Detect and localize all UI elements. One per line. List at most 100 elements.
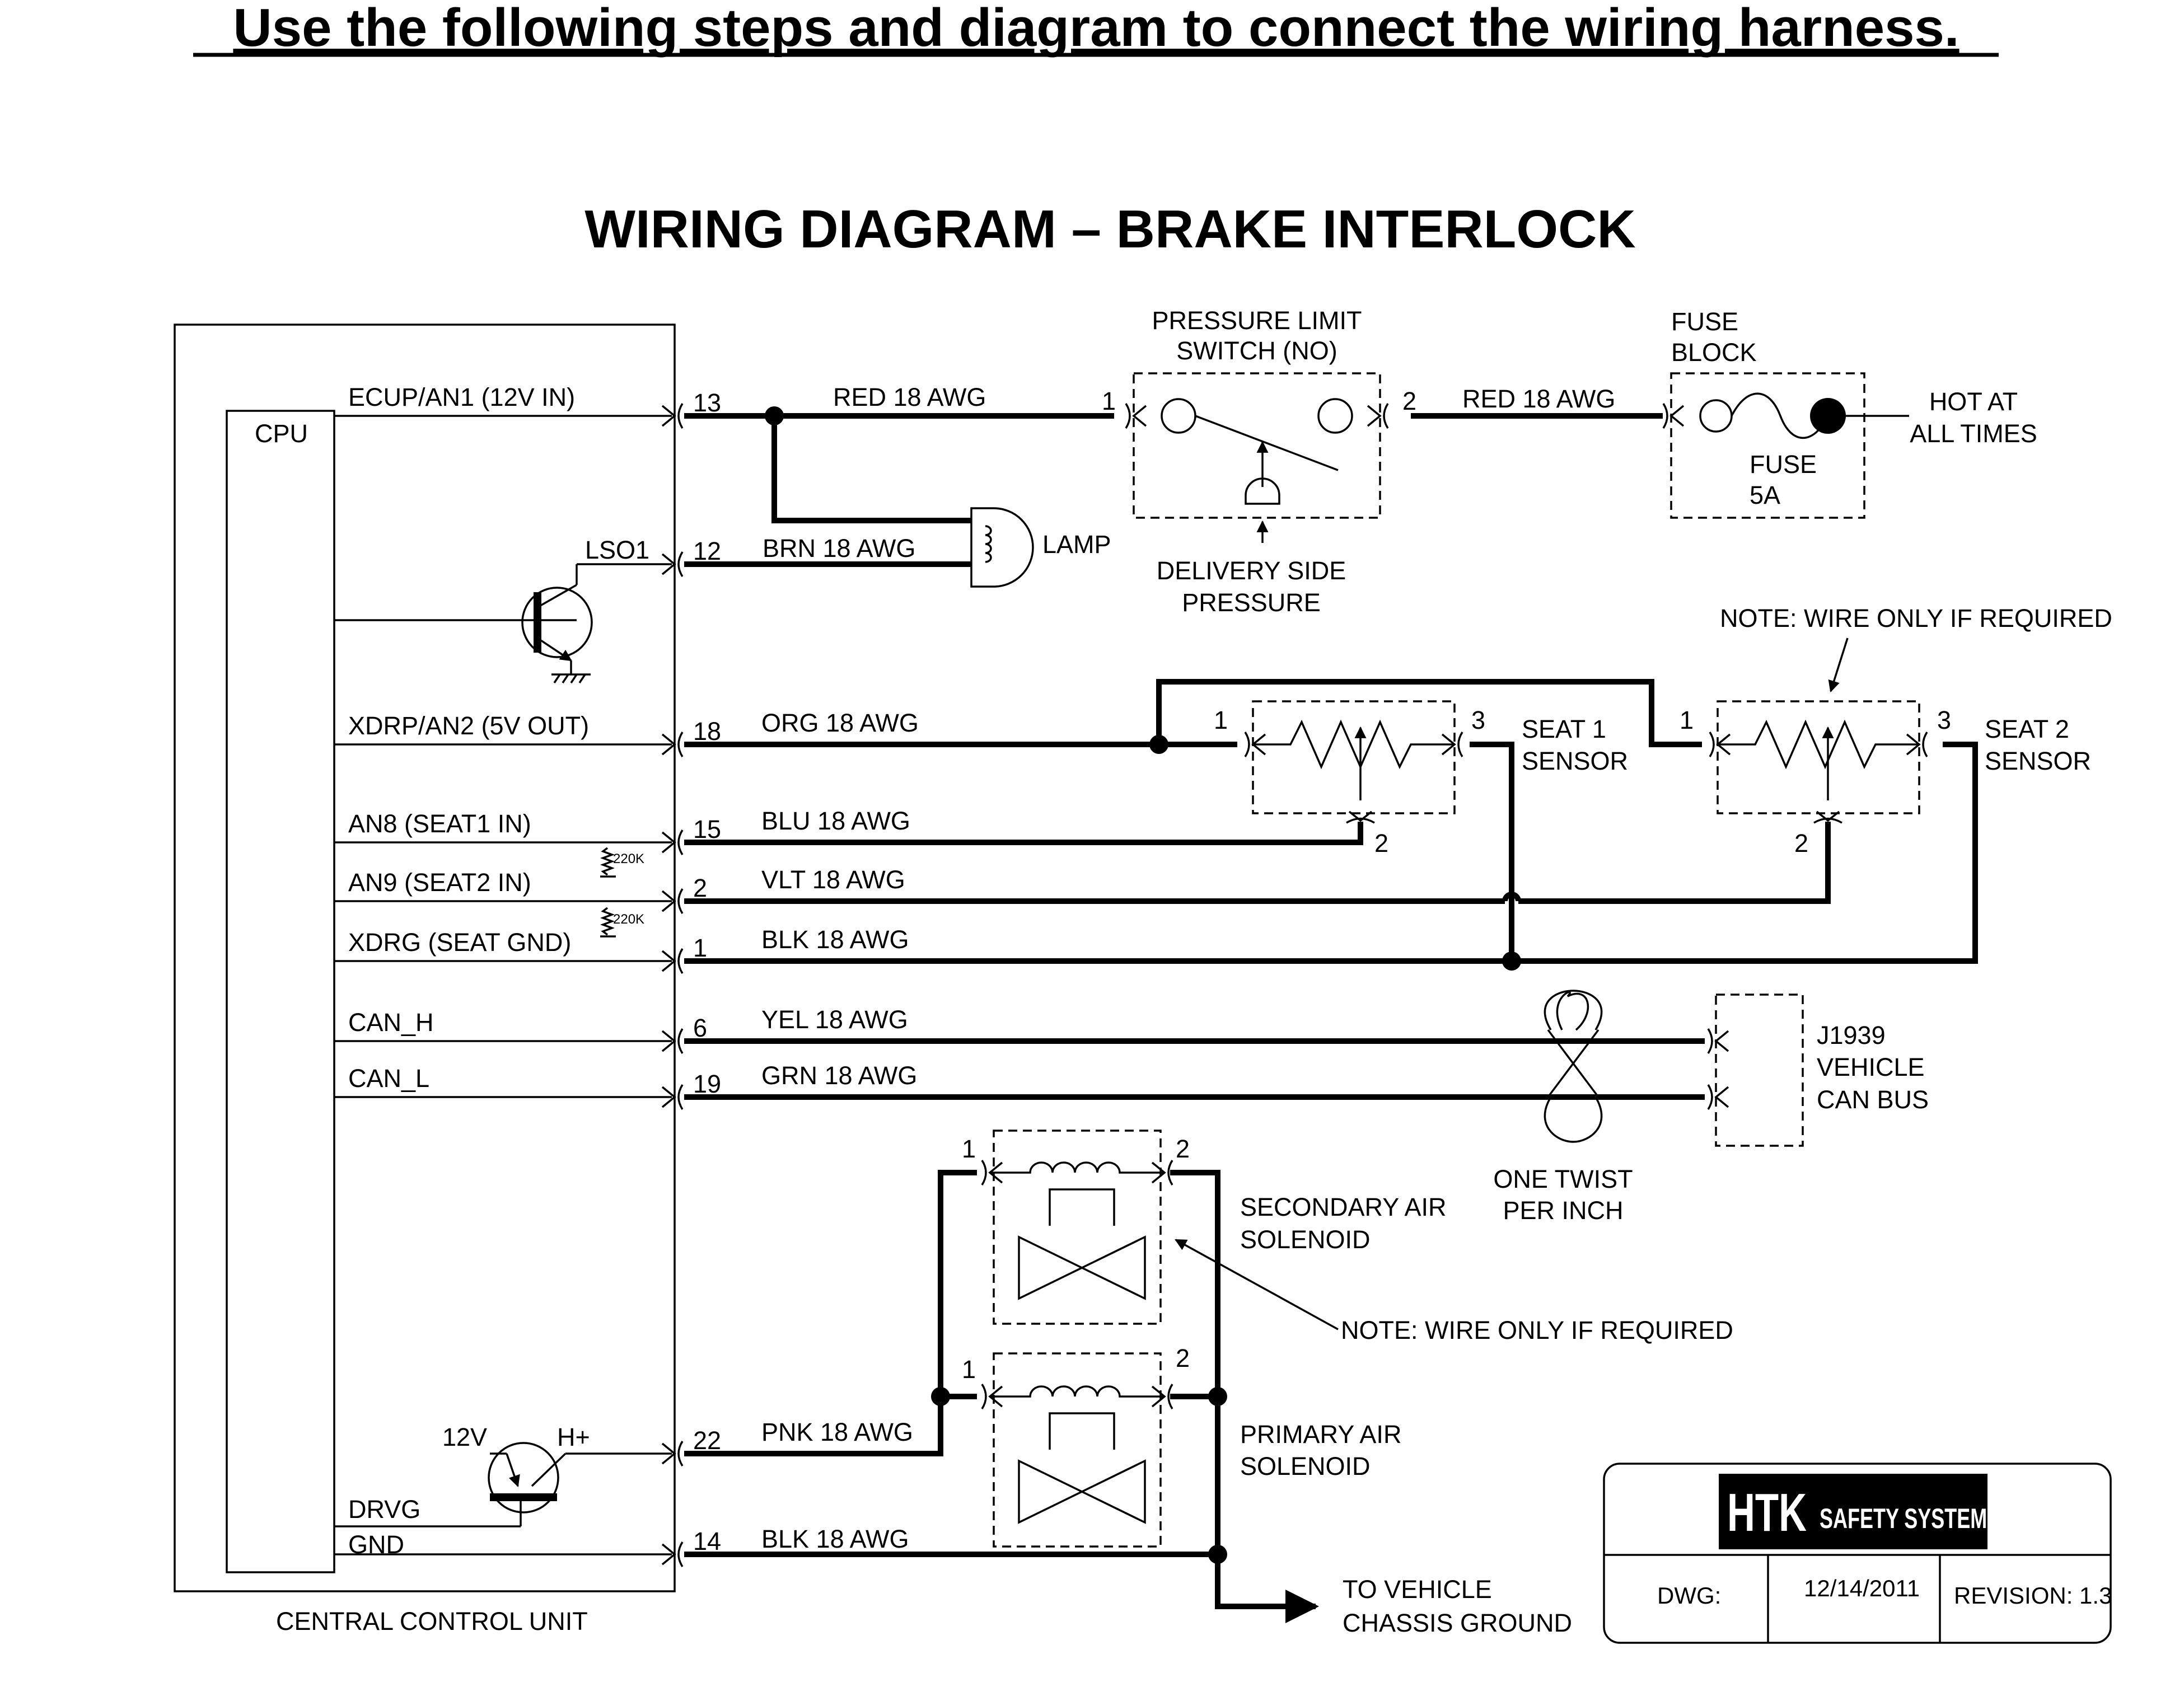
solenoid-note-arrow <box>1175 1239 1339 1330</box>
twist-label-1: ONE TWIST <box>1493 1165 1633 1193</box>
seat2-label-1: SEAT 2 <box>1985 715 2069 743</box>
wire-black-seat-ground <box>684 742 1978 971</box>
central-control-unit-box <box>174 324 676 1592</box>
seat1-sensor <box>1244 719 1463 824</box>
seat1-pin-1: 1 <box>1214 706 1228 734</box>
wire-label-blue: BLU 18 AWG <box>761 807 910 835</box>
signal-can-h: CAN_H <box>348 1008 434 1037</box>
wire-red <box>684 406 1114 523</box>
pin-13: 13 <box>693 388 721 417</box>
wire-label-green: GRN 18 AWG <box>761 1061 917 1090</box>
secondary-solenoid-box <box>993 1130 1162 1325</box>
dwg-label: DWG: <box>1657 1582 1721 1609</box>
can-bus-connector <box>1715 994 1804 1147</box>
signal-xdrg: XDRG (SEAT GND) <box>348 928 571 957</box>
can-bus-label-1: J1939 <box>1817 1021 1886 1049</box>
wire-black-ground <box>684 1170 1319 1623</box>
pin-22: 22 <box>693 1426 721 1455</box>
pin-14: 14 <box>693 1527 721 1555</box>
wire-blue <box>684 822 1363 845</box>
ccu-signal-lines <box>334 415 672 1555</box>
pin-2: 2 <box>693 874 707 902</box>
seat2-pin-3: 3 <box>1937 706 1951 734</box>
htk-logo-main: HTK <box>1727 1482 1807 1543</box>
fuse-block-label-1: FUSE <box>1671 307 1738 336</box>
fuse-label-1: FUSE <box>1750 450 1817 479</box>
seat1-label-1: SEAT 1 <box>1522 715 1606 743</box>
lamp <box>970 507 1034 588</box>
pin-15: 15 <box>693 815 721 844</box>
twisted-pair <box>1544 990 1603 1143</box>
signal-ecup: ECUP/AN1 (12V IN) <box>348 383 575 411</box>
wire-label-yellow: YEL 18 AWG <box>761 1005 908 1034</box>
lamp-label: LAMP <box>1042 530 1111 559</box>
pressure-limit-switch <box>1125 398 1389 543</box>
pin-1: 1 <box>693 934 707 962</box>
secondary-pin-1: 1 <box>962 1135 976 1163</box>
power-12v-label: 12V <box>442 1423 487 1451</box>
fuse-block-box <box>1670 372 1865 519</box>
wire-label-red: RED 18 AWG <box>833 383 986 411</box>
pin-19: 19 <box>693 1070 721 1098</box>
wire-orange <box>684 679 1702 754</box>
solenoid-note: NOTE: WIRE ONLY IF REQUIRED <box>1341 1316 1733 1344</box>
page-title: Use the following steps and diagram to c… <box>233 0 1959 58</box>
twist-label-2: PER INCH <box>1503 1196 1623 1225</box>
ccu-connectors <box>661 402 684 1568</box>
pin-6: 6 <box>693 1014 707 1042</box>
secondary-label-2: SOLENOID <box>1240 1225 1371 1254</box>
htk-logo <box>1719 1474 1987 1549</box>
switch-pin-1: 1 <box>1102 387 1116 415</box>
seat2-sensor-box <box>1717 700 1920 814</box>
lso1-transistor <box>521 563 672 683</box>
seat2-sensor <box>1709 719 1928 824</box>
primary-label-2: SOLENOID <box>1240 1452 1371 1480</box>
wire-label-brown: BRN 18 AWG <box>763 534 915 563</box>
seat2-pin-1: 1 <box>1680 706 1694 734</box>
seat2-label-2: SENSOR <box>1985 747 2091 775</box>
signal-an8: AN8 (SEAT1 IN) <box>348 809 531 838</box>
seat2-pin-2: 2 <box>1794 829 1808 857</box>
can-bus-couplers <box>1707 1028 1729 1110</box>
pressure-switch-label-1: PRESSURE LIMIT <box>1152 306 1362 335</box>
resistor-label-an9: 220K <box>613 851 644 866</box>
central-control-unit-label: CENTRAL CONTROL UNIT <box>276 1607 588 1636</box>
pin-18: 18 <box>693 717 721 746</box>
wire-label-pink: PNK 18 AWG <box>761 1418 913 1446</box>
secondary-label-1: SECONDARY AIR <box>1240 1193 1446 1221</box>
cpu-label: CPU <box>255 419 308 448</box>
seat1-pin-2: 2 <box>1374 829 1388 857</box>
resistor-xdrg <box>600 907 616 938</box>
seat-note-arrow <box>1828 638 1849 693</box>
can-bus-label-3: CAN BUS <box>1817 1085 1929 1114</box>
ground-label-2: CHASSIS GROUND <box>1343 1609 1572 1637</box>
secondary-air-solenoid <box>981 1159 1173 1300</box>
primary-pin-1: 1 <box>962 1355 976 1384</box>
cpu-box <box>226 410 335 1573</box>
seat-note: NOTE: WIRE ONLY IF REQUIRED <box>1720 604 2112 632</box>
signal-can-l: CAN_L <box>348 1064 429 1093</box>
seat1-label-2: SENSOR <box>1522 747 1628 775</box>
can-bus-label-2: VEHICLE <box>1817 1053 1925 1081</box>
wire-label-black-2: BLK 18 AWG <box>761 1525 909 1553</box>
wire-label-violet: VLT 18 AWG <box>761 865 905 894</box>
diagram-title: WIRING DIAGRAM – BRAKE INTERLOCK <box>584 199 1635 259</box>
ground-label-1: TO VEHICLE <box>1343 1575 1492 1604</box>
signal-xdrp: XDRP/AN2 (5V OUT) <box>348 711 589 740</box>
secondary-pin-2: 2 <box>1176 1135 1190 1163</box>
fuse <box>1662 392 1909 439</box>
pressure-switch-box <box>1133 372 1381 519</box>
wire-label-black-1: BLK 18 AWG <box>761 925 909 954</box>
primary-pin-2: 2 <box>1176 1344 1190 1372</box>
resistor-an9 <box>600 847 616 878</box>
fuse-label-2: 5A <box>1750 481 1780 509</box>
primary-air-solenoid <box>981 1383 1173 1524</box>
primary-solenoid-box <box>993 1352 1162 1548</box>
seat1-sensor-box <box>1252 700 1456 814</box>
delivery-label-1: DELIVERY SIDE <box>1157 556 1346 585</box>
primary-label-1: PRIMARY AIR <box>1240 1420 1401 1449</box>
pressure-switch-label-2: SWITCH (NO) <box>1176 336 1337 365</box>
resistor-label-xdrg: 220K <box>613 912 644 927</box>
delivery-label-2: PRESSURE <box>1182 588 1321 617</box>
